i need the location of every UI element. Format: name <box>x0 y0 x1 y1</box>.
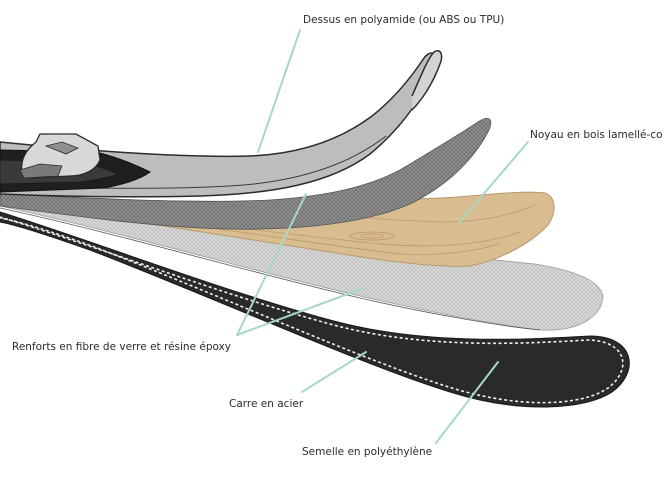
leader-reinforcement-lower <box>236 287 365 336</box>
leader-edge <box>301 351 367 393</box>
tip-loop <box>411 50 443 111</box>
steel-edge <box>0 216 624 404</box>
label-reinforcement: Renforts en fibre de verre et résine épo… <box>12 341 232 353</box>
label-top-sheet: Dessus en polyamide (ou ABS ou TPU) <box>303 14 505 26</box>
binding-toe <box>19 133 101 179</box>
leader-top-sheet <box>257 29 301 153</box>
label-base: Semelle en polyéthylène <box>302 446 433 458</box>
label-core: Noyau en bois lamellé-co <box>530 129 663 141</box>
upper-reinforcement-layer <box>0 118 492 230</box>
leader-lines <box>236 29 529 444</box>
base-layer <box>0 211 630 408</box>
leader-core <box>457 141 529 225</box>
label-edge: Carre en acier <box>229 398 304 410</box>
leader-reinforcement-upper <box>236 193 307 336</box>
leader-base <box>435 361 499 444</box>
